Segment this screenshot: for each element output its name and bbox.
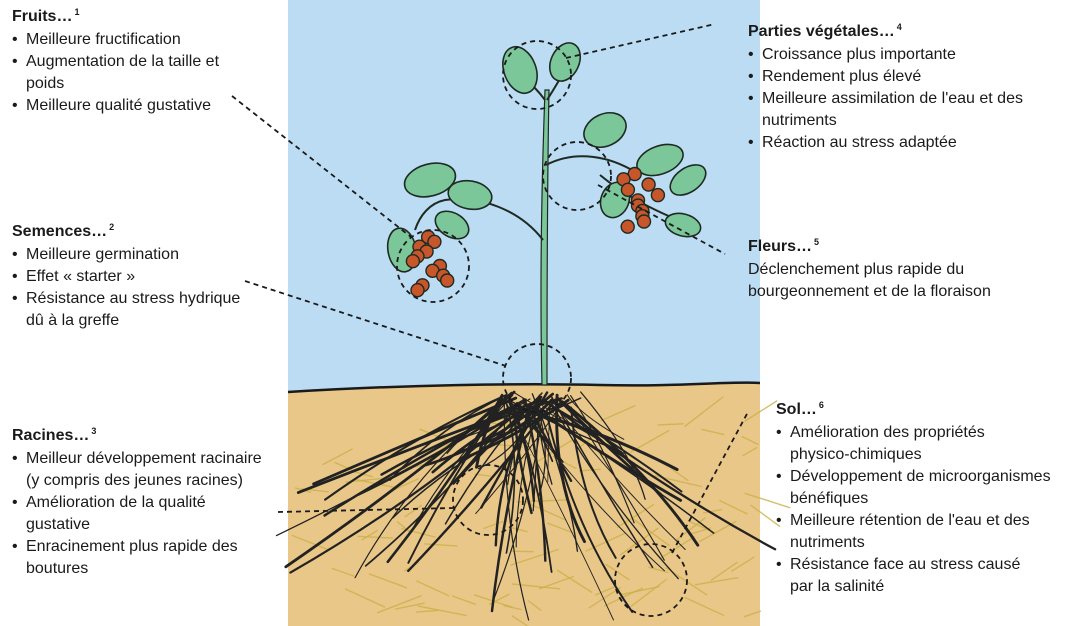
fruit bbox=[441, 274, 454, 287]
racines-list: Meilleur développement racinaire (y comp… bbox=[12, 448, 282, 580]
semences-list: Meilleure germination Effet « starter » … bbox=[12, 244, 272, 332]
semences-note: 2 bbox=[109, 222, 114, 232]
fruit bbox=[651, 189, 664, 202]
parties-note: 4 bbox=[897, 22, 902, 32]
list-item: Amélioration des propriétés physico-chim… bbox=[776, 422, 1030, 466]
fleurs-title: Fleurs…5 bbox=[748, 232, 1048, 257]
fruit bbox=[638, 215, 651, 228]
semences-callout: Semences…2 Meilleure germination Effet «… bbox=[12, 217, 272, 332]
list-item: Enracinement plus rapide des boutures bbox=[12, 536, 271, 580]
fruits-title: Fruits…1 bbox=[12, 2, 257, 27]
sol-title: Sol…6 bbox=[776, 395, 1060, 420]
list-item: Meilleur développement racinaire (y comp… bbox=[12, 448, 271, 492]
list-item: Meilleure qualité gustative bbox=[12, 95, 226, 117]
list-item: Rendement plus élevé bbox=[748, 66, 1060, 88]
list-item: Meilleure germination bbox=[12, 244, 272, 266]
fruit bbox=[411, 284, 424, 297]
racines-note: 3 bbox=[91, 426, 96, 436]
list-item: Effet « starter » bbox=[12, 266, 272, 288]
parties-list: Croissance plus importante Rendement plu… bbox=[748, 44, 1060, 154]
soil-background bbox=[288, 383, 760, 626]
sol-note: 6 bbox=[819, 400, 824, 410]
fruit bbox=[621, 220, 634, 233]
list-item: Meilleure fructification bbox=[12, 29, 257, 51]
racines-callout: Racines…3 Meilleur développement racinai… bbox=[12, 421, 282, 580]
fruit bbox=[621, 183, 634, 196]
fleurs-note: 5 bbox=[814, 237, 819, 247]
list-item: Amélioration de la qualité gustative bbox=[12, 492, 271, 536]
list-item: Meilleure rétention de l'eau et des nutr… bbox=[776, 510, 1065, 554]
fruit bbox=[406, 255, 419, 268]
list-item: Développement de microorganismes bénéfiq… bbox=[776, 466, 1060, 510]
racines-title: Racines…3 bbox=[12, 421, 282, 446]
fleurs-text: Déclenchement plus rapide du bourgeonnem… bbox=[748, 259, 1040, 303]
list-item: Résistance au stress hydrique dû à la gr… bbox=[12, 288, 256, 332]
fruits-note: 1 bbox=[74, 7, 79, 17]
list-item: Résistance face au stress causé par la s… bbox=[776, 554, 1030, 598]
fruit bbox=[642, 178, 655, 191]
list-item: Croissance plus importante bbox=[748, 44, 1060, 66]
sol-callout: Sol…6 Amélioration des propriétés physic… bbox=[776, 395, 1060, 598]
parties-title: Parties végétales…4 bbox=[748, 17, 1060, 42]
sol-list: Amélioration des propriétés physico-chim… bbox=[776, 422, 1060, 598]
fleurs-callout: Fleurs…5 Déclenchement plus rapide du bo… bbox=[748, 232, 1048, 303]
parties-callout: Parties végétales…4 Croissance plus impo… bbox=[748, 17, 1060, 154]
list-item: Réaction au stress adaptée bbox=[748, 132, 1060, 154]
fruits-list: Meilleure fructification Augmentation de… bbox=[12, 29, 257, 117]
list-item: Meilleure assimilation de l'eau et des n… bbox=[748, 88, 1062, 132]
fruits-callout: Fruits…1 Meilleure fructification Augmen… bbox=[12, 2, 257, 117]
semences-title: Semences…2 bbox=[12, 217, 272, 242]
list-item: Augmentation de la taille et poids bbox=[12, 51, 226, 95]
